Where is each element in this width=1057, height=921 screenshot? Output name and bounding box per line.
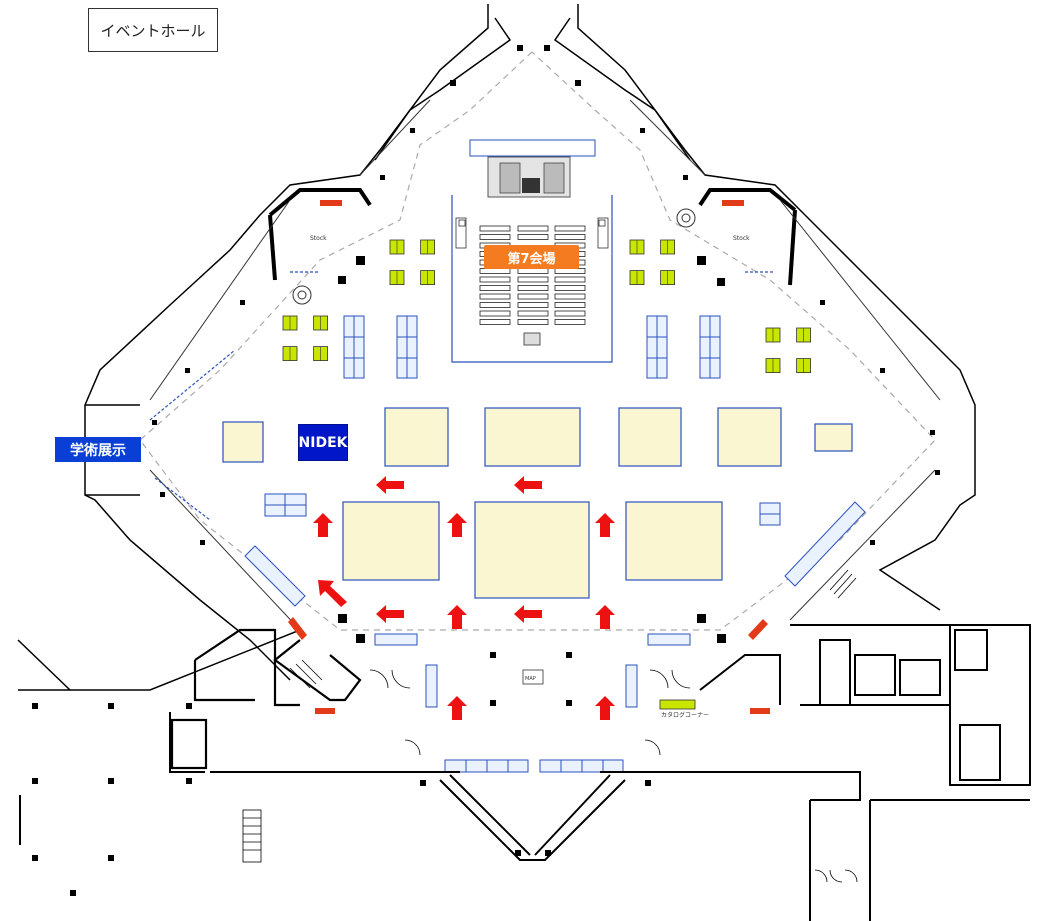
seat-row (517, 293, 549, 300)
seat-row (554, 285, 586, 291)
stock-right-label: Stock (733, 235, 750, 242)
arrow-left-icon (376, 476, 404, 494)
dashed-route (139, 51, 936, 631)
spiral-icon (292, 208, 696, 305)
seat-row (479, 234, 511, 240)
seat-row (479, 319, 511, 325)
blue-guides (149, 271, 775, 521)
arrow-up-icon (447, 696, 467, 720)
seat-row (479, 310, 511, 317)
seat-row (517, 310, 549, 317)
stage (469, 139, 596, 198)
hall7-enclosure (451, 195, 613, 363)
seat-row (479, 285, 511, 291)
seat-row (517, 319, 549, 325)
seat-row (517, 234, 549, 240)
seat-row (554, 276, 586, 283)
arrow-up-icon (447, 513, 467, 537)
stock-left-label: Stock (310, 235, 327, 242)
stair-icon (242, 569, 857, 863)
arrow-left-icon (376, 605, 404, 623)
hall7-badge[interactable]: 第7会場 (484, 245, 579, 269)
arrow-up-icon (313, 513, 333, 537)
arrow-left-icon (514, 476, 542, 494)
inner-diagonal-walls (149, 99, 941, 631)
catalog-corner-label: カタログコーナー (661, 711, 709, 719)
vertical-booths (343, 315, 721, 379)
seat-row (554, 234, 586, 240)
map-label: MAP (525, 676, 536, 682)
lounge-tables (282, 239, 811, 374)
lower-right-rooms (699, 624, 1031, 786)
hall7-seating (479, 225, 586, 325)
segmented-booths (244, 493, 866, 773)
stock-room-walls (268, 188, 797, 286)
seat-row (554, 293, 586, 300)
seat-row (479, 302, 511, 308)
exit-markers (288, 200, 770, 714)
exhibit-booths (222, 407, 853, 599)
doors (369, 669, 858, 883)
arrow-diagonal-icon (318, 580, 347, 607)
seat-row (554, 302, 586, 308)
catalog-table (659, 699, 696, 710)
seat-row (479, 268, 511, 274)
arrows (313, 476, 615, 720)
wall-columns (32, 45, 940, 896)
seat-row (517, 285, 549, 291)
page-title: イベントホール (88, 8, 218, 52)
seat-row (479, 225, 511, 232)
arrow-up-icon (595, 696, 615, 720)
academic-exhibit-badge[interactable]: 学術展示 (55, 437, 141, 462)
seat-row (479, 293, 511, 300)
seat-row (479, 276, 511, 283)
lower-left-rooms (170, 628, 362, 770)
seat-row (554, 310, 586, 317)
seat-row (554, 225, 586, 232)
outer-walls (17, 4, 976, 691)
seat-row (517, 268, 549, 274)
nidek-booth-badge[interactable]: NIDEK (298, 424, 348, 461)
seat-row (517, 276, 549, 283)
seat-row (517, 225, 549, 232)
map-board (522, 669, 544, 685)
arrow-left-icon (514, 605, 542, 623)
arrow-up-icon (447, 605, 467, 629)
seat-row (554, 268, 586, 274)
seat-row (554, 319, 586, 325)
hall7-side-tables (455, 217, 609, 249)
podium (523, 332, 541, 346)
arrow-up-icon (595, 605, 615, 629)
arrow-up-icon (595, 513, 615, 537)
seat-row (517, 302, 549, 308)
bottom-walls (19, 712, 1030, 921)
